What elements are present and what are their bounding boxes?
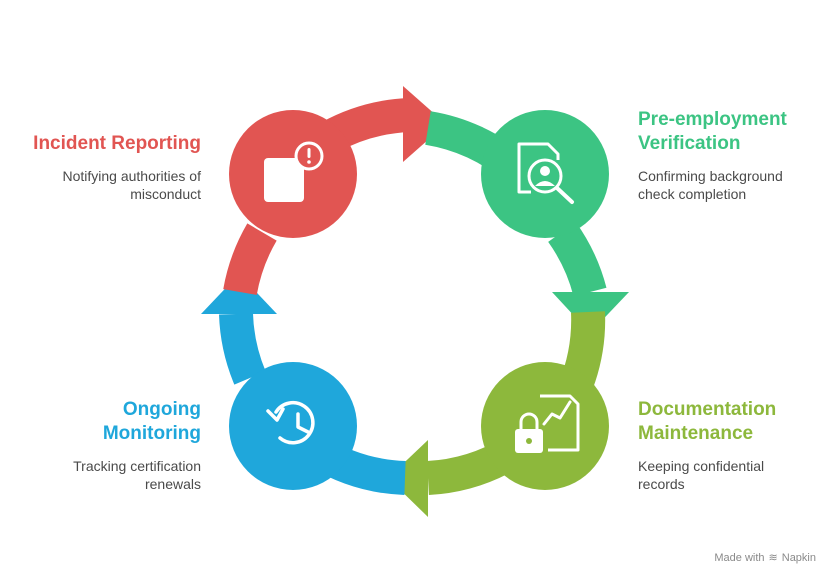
documentation-circle (481, 362, 609, 490)
monitoring-description-line: Tracking certification (73, 458, 201, 474)
verification-title: Pre-employment Verification (638, 108, 828, 156)
verification-title-line: Verification (638, 133, 741, 154)
arrowhead-to-verification (403, 86, 446, 162)
arc-verification-to-documentation (547, 222, 607, 297)
made-with-label: Made with (714, 551, 765, 564)
incident-description-line: Notifying authorities of (62, 168, 201, 184)
monitoring-circle (229, 362, 357, 490)
alert-box-icon (264, 141, 324, 202)
documentation-description-line: Keeping confidential (638, 458, 765, 474)
monitoring-description-line: renewals (144, 476, 201, 492)
arc-incident-start (223, 223, 277, 296)
monitoring-title-line: Ongoing (122, 399, 201, 420)
verification-description: Confirming background check completion (638, 167, 828, 203)
made-with-napkin-footer: Made with ≋ Napkin (714, 551, 816, 565)
incident-description-line: misconduct (130, 186, 201, 202)
arrowhead-to-monitoring (388, 440, 428, 517)
locked-chart-document-icon (515, 394, 580, 453)
document-search-person-icon (517, 142, 574, 204)
documentation-title-line: Maintenance (638, 423, 754, 444)
documentation-title-line: Documentation (638, 399, 777, 420)
arrowhead-to-incident (201, 274, 277, 314)
monitoring-title-line: Monitoring (102, 423, 201, 444)
verification-description-line: Confirming background (638, 168, 783, 184)
incident-description: Notifying authorities of misconduct (20, 167, 201, 203)
documentation-title: Documentation Maintenance (638, 398, 828, 446)
incident-title-line: Incident Reporting (33, 133, 201, 154)
history-clock-icon (266, 401, 315, 445)
documentation-description-line: records (638, 476, 685, 492)
documentation-description: Keeping confidential records (638, 457, 828, 493)
verification-description-line: check completion (638, 186, 747, 202)
monitoring-title: Ongoing Monitoring (20, 398, 201, 446)
napkin-logo-icon: ≋ (768, 552, 778, 564)
napkin-brand-label: Napkin (781, 551, 816, 564)
monitoring-description: Tracking certification renewals (20, 457, 201, 493)
verification-title-line: Pre-employment (638, 109, 787, 130)
incident-title: Incident Reporting (20, 132, 201, 156)
arc-monitoring-to-incident (219, 312, 266, 385)
